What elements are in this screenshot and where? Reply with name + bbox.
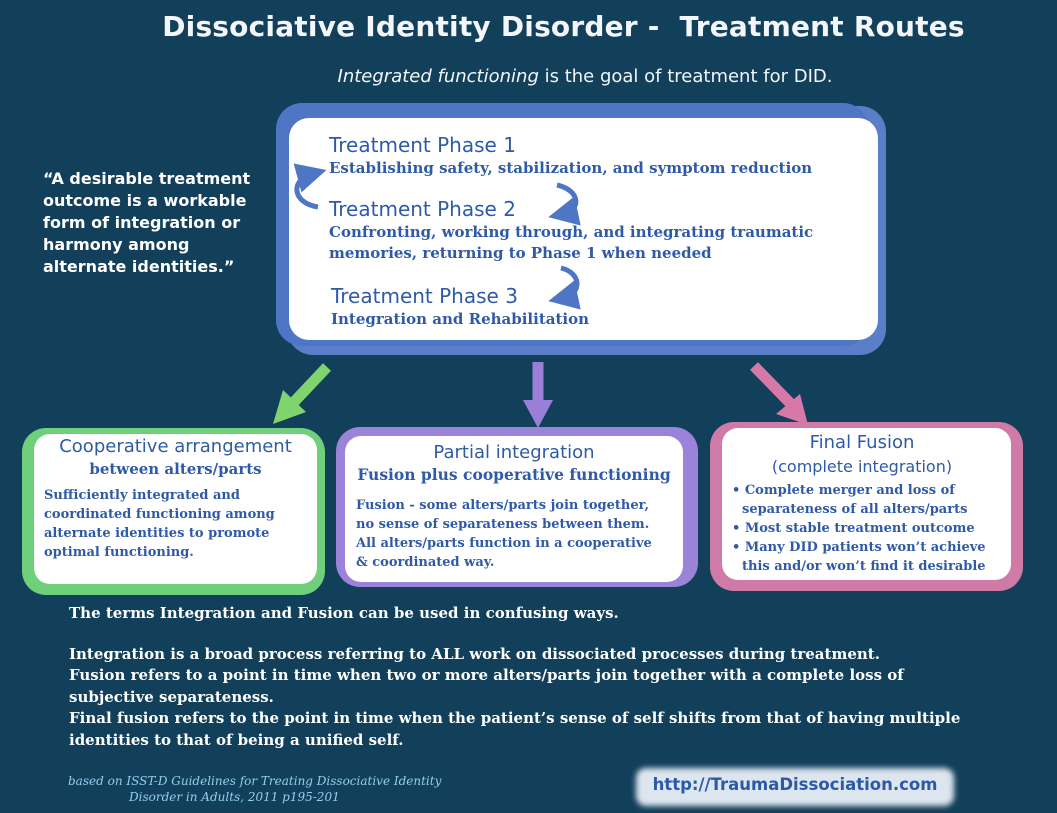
partial-body-line: & coordinated way. [356,555,495,570]
note-line: Fusion refers to a point in time when tw… [69,666,904,706]
to-partial-arrow [523,362,553,428]
final-fusion-body-line: separateness of all alters/parts [742,502,968,517]
partial-body-line: Fusion - some alters/parts join together… [356,498,650,513]
phase-1-to-2-arrow [548,182,581,226]
cooperative-body-line: coordinated functioning among [44,507,275,522]
partial-body-line: no sense of separateness between them. [356,517,650,532]
to-final-fusion-arrow [750,362,808,425]
outcome-quote: “A desirable treatment outcome is a work… [43,169,251,276]
final-fusion-subtitle: (complete integration) [771,457,953,476]
website-badge [636,768,954,806]
to-cooperative-arrow [273,363,332,424]
citation-line: Disorder in Adults, 2011 p195-201 [129,790,340,804]
cooperative-body: Sufficiently integrated and coordinated … [44,486,314,562]
citation: based on ISST-D Guidelines for Treating … [68,773,441,805]
final-fusion-body-line: • Most stable treatment outcome [732,521,975,536]
partial-integration-card [345,436,683,582]
final-fusion-body-line: • Complete merger and loss of [732,483,955,498]
cooperative-body-line: Sufficiently integrated and [44,488,240,503]
final-fusion-body: • Complete merger and loss of separatene… [732,481,1008,576]
final-fusion-body-line: • Many DID patients won’t achieve [732,540,986,555]
final-fusion-card [722,428,1011,580]
subtitle-emphasis: Integrated functioning [337,66,539,87]
note-line: Integration is a broad process referring… [69,644,880,663]
cooperative-body-line: optimal functioning. [44,545,194,560]
note-line: Final fusion refers to the point in time… [69,709,961,749]
page-subtitle: Integrated functioning is the goal of tr… [0,66,1057,87]
cooperative-subtitle: between alters/parts [89,460,262,478]
phase-3-title: Treatment Phase 3 [331,284,518,308]
final-fusion-title: Final Fusion [809,432,915,453]
phase-2-description-line-2: memories, returning to Phase 1 when need… [329,244,712,262]
partial-subtitle: Fusion plus cooperative functioning [357,465,671,484]
cooperative-title: Cooperative arrangement [59,436,292,457]
partial-title: Partial integration [433,442,595,463]
return-to-phase-1-arrow [293,163,327,210]
phase-2-to-3-arrow [548,265,581,310]
partial-body-line: All alters/parts function in a cooperati… [356,536,652,551]
website-link[interactable]: http://TraumaDissociation.com [652,775,938,794]
phase-3-description: Integration and Rehabilitation [331,310,590,328]
cooperative-body-line: alternate identities to promote [44,526,270,541]
partial-body: Fusion - some alters/parts join together… [356,496,676,572]
phase-1-description: Establishing safety, stabilization, and … [329,159,813,177]
page-title: Dissociative Identity Disorder - Treatme… [162,10,965,43]
phase-2-description-line-1: Confronting, working through, and integr… [329,223,814,241]
treatment-phases-box [289,118,878,340]
terminology-notes: The terms Integration and Fusion can be … [69,603,1029,751]
phase-2-title: Treatment Phase 2 [329,197,516,221]
citation-line: based on ISST-D Guidelines for Treating … [68,774,442,788]
subtitle-rest: is the goal of treatment for DID. [538,66,833,87]
cooperative-arrangement-card [34,434,317,584]
phase-1-title: Treatment Phase 1 [329,133,516,157]
note-line: The terms Integration and Fusion can be … [69,604,619,622]
final-fusion-body-line: this and/or won’t find it desirable [742,559,986,574]
